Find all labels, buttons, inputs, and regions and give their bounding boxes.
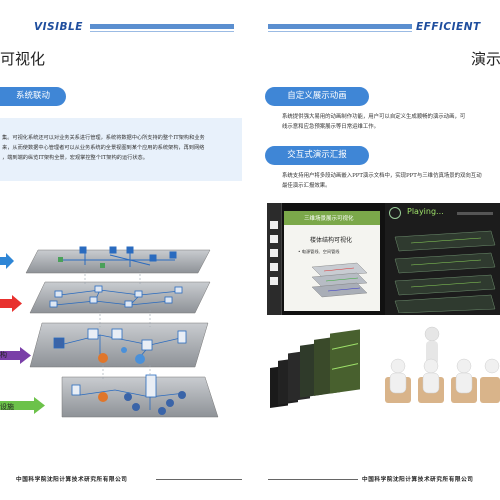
arrow-layer-3 [0, 347, 31, 364]
3d-view-panel: Playing... [385, 203, 500, 315]
arrow-layer-4 [0, 397, 45, 414]
header-left-rule [90, 31, 234, 32]
layer-4-facilities [71, 374, 186, 415]
footer-right-company: 中国科学院沈阳计算技术研究所有限公司 [362, 477, 474, 483]
right-text-1-line-2: 线示意和应急预案展示等日常运维工作。 [282, 124, 380, 130]
layer-3-servers [53, 328, 187, 364]
slide-title: 三维场景展示可视化 [304, 216, 354, 222]
header-right-word: EFFICIENT [416, 21, 481, 33]
platform-layer-3 [29, 322, 209, 368]
layered-architecture-diagram [0, 246, 219, 418]
slide-thumbnails [267, 203, 282, 315]
section-pill-linkage: 系统联动 [0, 87, 66, 106]
left-paragraph-line-1: 集。可视化系统还可以对业务关系进行管理，系统将数据中心所支持的整个IT架构和业务 [2, 135, 205, 141]
layer-1-network [58, 246, 177, 268]
view-control-icon[interactable] [389, 207, 401, 219]
left-text-panel: 集。可视化系统还可以对业务关系进行管理，系统将数据中心所支持的整个IT架构和业务… [0, 118, 242, 181]
right-text-1-line-1: 系统提供强大易用的动画制作功能，用户可以自定义生成顺畅的演示动画，可 [282, 114, 466, 120]
3d-floor-layers [394, 230, 496, 313]
layer-connectors [84, 270, 151, 381]
right-text-2-line-1: 系统支持用户将多段动画嵌入PPT演示文档中，实现PPT与三维仿真场景的双向互动 [282, 173, 482, 179]
layer-2-network [49, 285, 183, 308]
platform-layer-4 [61, 376, 219, 418]
arrow-layer-1 [0, 253, 14, 269]
footer-left-rule [156, 479, 242, 480]
slide-heading: 楼体结构可视化 [310, 237, 353, 244]
presentation-screenshot: 三维场景展示可视化 楼体结构可视化 • 电源管线、空间管线 Playing... [267, 203, 500, 315]
audience-figures-graphic [385, 326, 500, 403]
diagram-label-4: 设施 [0, 403, 14, 411]
ppt-slide: 三维场景展示可视化 楼体结构可视化 • 电源管线、空间管线 [284, 211, 380, 311]
progress-bar [457, 212, 493, 215]
slide-title-bar [284, 211, 380, 225]
left-page-title: 可视化 [0, 50, 46, 68]
diagram-label-3: 构 [0, 351, 7, 359]
pill-custom-animation: 自定义展示动画 [265, 87, 369, 106]
platform-layer-1 [25, 249, 211, 274]
film-strip-graphic [270, 329, 360, 408]
right-text-2-line-2: 最佳演示汇报效果。 [282, 183, 331, 189]
platform-layer-2 [29, 281, 211, 314]
playing-label: Playing... [407, 207, 444, 216]
left-paragraph-line-3: ，端到端的纵览IT架构全景，宏观掌控整个IT架构的运行状态。 [2, 155, 148, 161]
footer-right-rule [268, 479, 358, 480]
right-page-title: 演示 [471, 50, 500, 68]
header-right-bar [268, 24, 412, 29]
header-right-rule [268, 31, 412, 32]
header-left-word: VISIBLE [34, 21, 83, 33]
footer-left-company: 中国科学院沈阳计算技术研究所有限公司 [16, 477, 128, 483]
pill-interactive-presentation: 交互式演示汇报 [265, 146, 369, 165]
slide-building-model [311, 262, 368, 298]
slide-bullet: • 电源管线、空间管线 [298, 249, 340, 254]
header-left-bar [90, 24, 234, 29]
arrow-layer-2 [0, 295, 22, 312]
left-paragraph-line-2: 来，从而使数据中心管理者可以从业务系统的全景视图到某个应用的系统架构，再到网络 [2, 145, 205, 151]
